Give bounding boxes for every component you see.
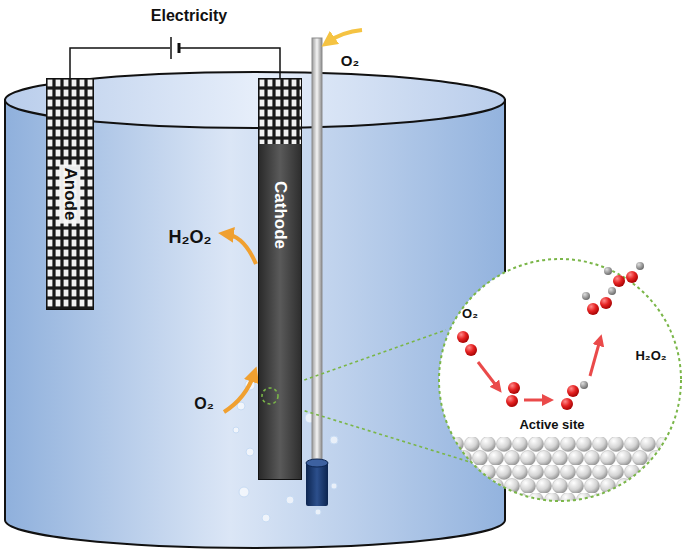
electrode-shape	[258, 78, 302, 480]
electrode: Cathode	[258, 78, 302, 480]
h2o2-molecule	[604, 262, 644, 287]
electrode-label: Cathode	[270, 178, 291, 252]
adsorbed-o2	[506, 382, 520, 407]
gas-label: O₂	[341, 53, 359, 70]
zoom-spot	[262, 388, 278, 404]
h2o2-molecule	[582, 287, 616, 315]
molecule-label: H₂O₂	[635, 349, 666, 363]
ooh-intermediate	[561, 381, 588, 410]
beaker-body	[5, 100, 505, 548]
o2-molecule	[457, 331, 477, 356]
step-arrow	[590, 340, 600, 376]
oxygen-inlet-arrow	[328, 30, 362, 42]
reactant-arrow	[224, 374, 254, 412]
product-arrow	[226, 234, 256, 264]
surface-label: Active site	[519, 418, 584, 432]
electrode-mesh	[46, 78, 94, 310]
gas-diffuser-top	[306, 459, 328, 467]
edge-label: Electricity	[151, 7, 227, 25]
zoom-circle	[439, 259, 681, 501]
catalyst-plate	[259, 144, 301, 479]
gas-label: O₂	[194, 395, 214, 413]
molecule-label: O₂	[462, 307, 478, 321]
zoom-leader	[276, 402, 470, 462]
gas-diffuser	[306, 462, 328, 506]
battery-symbol	[170, 37, 180, 59]
electrode: Anode	[46, 78, 94, 310]
step-arrow	[524, 399, 548, 402]
product-label: H₂O₂	[169, 228, 212, 248]
electrode-label: Anode	[60, 165, 81, 224]
electrode-mesh	[258, 78, 302, 480]
oxygen-tube	[312, 38, 322, 466]
step-arrow	[478, 362, 498, 388]
